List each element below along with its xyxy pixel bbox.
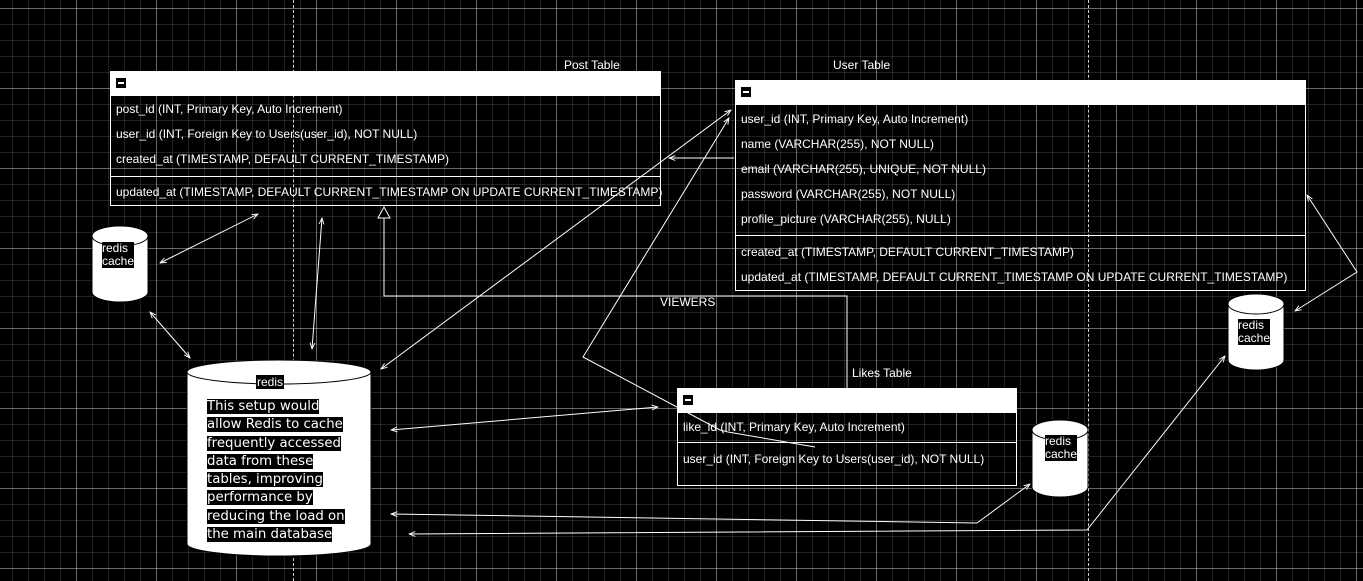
user-table-field[interactable]: email (VARCHAR(255), UNIQUE, NOT NULL) xyxy=(741,162,986,176)
user-table-field[interactable]: password (VARCHAR(255), NOT NULL) xyxy=(741,187,956,201)
likes-cache-label: redis cache xyxy=(1045,434,1078,461)
user-table-field[interactable]: profile_picture (VARCHAR(255), NULL) xyxy=(741,212,951,226)
connector-viewers-arrowhead xyxy=(377,205,391,219)
user-cache-label: redis cache xyxy=(1238,318,1271,345)
connector-post-redis[interactable] xyxy=(312,218,322,349)
user-table-field[interactable]: created_at (TIMESTAMP, DEFAULT CURRENT_T… xyxy=(741,245,1074,259)
post-table-divider xyxy=(111,176,660,177)
user-table-header[interactable] xyxy=(736,81,1305,105)
connector-redis-user-cache[interactable] xyxy=(409,356,1225,534)
post-table-field[interactable]: user_id (INT, Foreign Key to Users(user_… xyxy=(116,127,418,141)
likes-table[interactable]: like_id (INT, Primary Key, Auto Incremen… xyxy=(677,388,1017,486)
connector-redis-likes[interactable] xyxy=(391,407,658,430)
likes-table-divider xyxy=(678,442,1016,443)
redis-main-title: redis xyxy=(256,375,285,389)
post-table-header[interactable] xyxy=(111,72,660,96)
likes-table-header[interactable] xyxy=(678,389,1016,413)
redis-main-description: This setup would allow Redis to cache fr… xyxy=(207,399,345,543)
collapse-icon[interactable] xyxy=(741,87,751,97)
connector-viewers[interactable] xyxy=(383,216,848,388)
page-boundary-line xyxy=(293,0,294,581)
collapse-icon[interactable] xyxy=(116,78,126,88)
post-cache-label: redis cache xyxy=(102,241,135,268)
user-table-label: User Table xyxy=(833,58,891,72)
user-table-field[interactable]: updated_at (TIMESTAMP, DEFAULT CURRENT_T… xyxy=(741,270,1288,284)
user-table-field[interactable]: user_id (INT, Primary Key, Auto Incremen… xyxy=(741,112,969,126)
user-table[interactable]: user_id (INT, Primary Key, Auto Incremen… xyxy=(735,80,1306,291)
connector-user-user-cache[interactable] xyxy=(1295,195,1358,311)
post-table-field[interactable]: updated_at (TIMESTAMP, DEFAULT CURRENT_T… xyxy=(116,185,663,199)
post-table-field[interactable]: post_id (INT, Primary Key, Auto Incremen… xyxy=(116,102,343,116)
user-table-field[interactable]: name (VARCHAR(255), NOT NULL) xyxy=(741,137,934,151)
connector-redis-likes-cache[interactable] xyxy=(391,484,1030,524)
connector-post-cache[interactable] xyxy=(160,214,258,263)
collapse-icon[interactable] xyxy=(683,395,693,405)
post-table-label: Post Table xyxy=(564,58,620,72)
connector-cache-redis[interactable] xyxy=(150,312,190,358)
likes-table-field[interactable]: like_id (INT, Primary Key, Auto Incremen… xyxy=(683,420,905,434)
user-table-divider xyxy=(736,235,1305,236)
likes-table-label: Likes Table xyxy=(852,366,912,380)
likes-table-field[interactable]: user_id (INT, Foreign Key to Users(user_… xyxy=(683,452,985,466)
post-table-field[interactable]: created_at (TIMESTAMP, DEFAULT CURRENT_T… xyxy=(116,152,449,166)
connector-redis-user[interactable] xyxy=(381,110,731,369)
viewers-label: VIEWERS xyxy=(660,295,716,309)
post-table[interactable]: post_id (INT, Primary Key, Auto Incremen… xyxy=(110,71,663,206)
